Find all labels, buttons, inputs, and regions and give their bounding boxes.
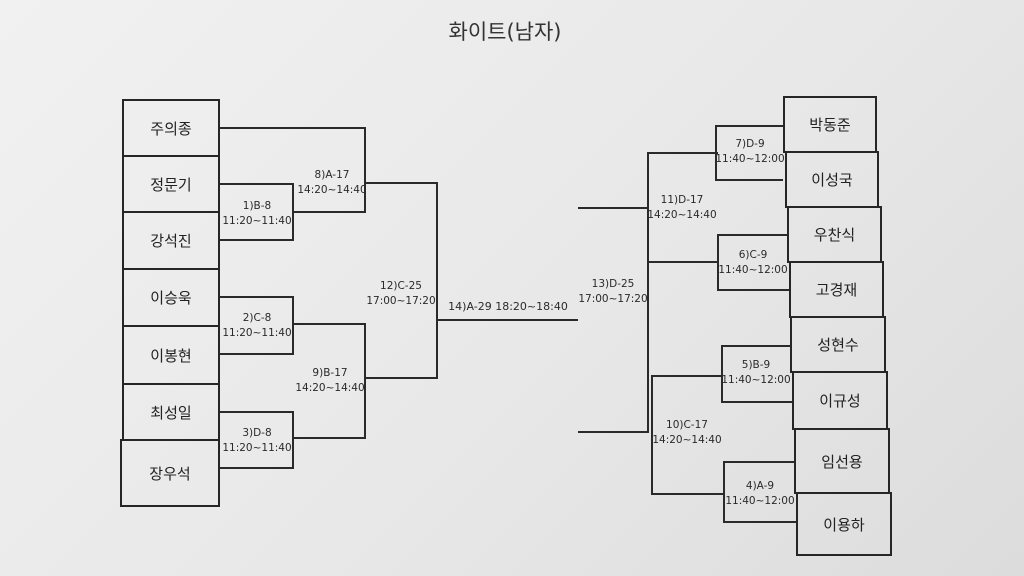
player-name: 이봉현 [150, 346, 192, 365]
match-time: 14:20~14:40 [647, 209, 717, 221]
match-code: 3)D-8 [242, 427, 272, 439]
match-time: 17:00~17:20 [366, 295, 436, 307]
player-name: 주의종 [150, 119, 192, 138]
player-box-left-3: 강석진 [122, 211, 220, 270]
match-time: 14:20~14:40 [297, 184, 367, 196]
match-code: 14)A-29 [448, 300, 492, 313]
match-label-m4: 4)A-9 11:40~12:00 [725, 479, 794, 509]
match-time: 11:40~12:00 [715, 153, 785, 165]
player-box-right-6: 이규성 [792, 371, 888, 430]
match-time: 18:20~18:40 [495, 300, 568, 313]
player-name: 성현수 [817, 336, 859, 354]
match-code: 13)D-25 [591, 278, 635, 290]
match-code: 12)C-25 [380, 280, 422, 292]
player-box-right-7: 임선용 [794, 428, 890, 494]
bracket-line-m3 [220, 411, 294, 469]
player-box-left-2: 정문기 [122, 155, 220, 213]
page-title: 화이트(남자) [448, 20, 562, 44]
player-name: 박동준 [809, 116, 851, 134]
match-time: 11:40~12:00 [718, 264, 788, 276]
match-label-m10: 10)C-17 14:20~14:40 [652, 418, 721, 448]
player-box-left-5: 이봉현 [122, 325, 220, 385]
player-name: 이승욱 [150, 289, 192, 307]
match-code: 4)A-9 [745, 480, 775, 492]
player-box-left-1: 주의종 [122, 99, 220, 157]
player-name: 우찬식 [813, 226, 856, 244]
bracket-line-m6 [717, 234, 789, 291]
player-name: 장우석 [149, 464, 191, 483]
match-label-m5: 5)B-9 11:40~12:00 [721, 358, 790, 388]
player-box-left-7: 장우석 [120, 439, 220, 507]
match-label-m9: 9)B-17 14:20~14:40 [295, 366, 364, 396]
bracket-line-m11 [647, 152, 718, 263]
match-time: 14:20~14:40 [295, 382, 365, 394]
bracket-line-m2 [220, 296, 294, 355]
player-name: 강석진 [150, 232, 192, 250]
player-box-right-2: 이성국 [785, 151, 879, 208]
match-label-m8: 8)A-17 14:20~14:40 [297, 168, 366, 198]
match-label-m3: 3)D-8 11:20~11:40 [222, 426, 291, 456]
player-box-right-4: 고경재 [789, 261, 884, 318]
player-box-left-6: 최성일 [122, 383, 220, 441]
match-label-m1: 1)B-8 11:20~11:40 [222, 199, 291, 229]
player-name: 최성일 [150, 403, 192, 422]
match-code: 11)D-17 [660, 194, 704, 206]
match-label-m14: 14)A-29 18:20~18:40 [448, 299, 568, 314]
match-time: 17:00~17:20 [578, 293, 648, 305]
match-time: 11:40~12:00 [721, 374, 791, 386]
match-time: 11:40~12:00 [725, 495, 795, 507]
player-name: 이성국 [811, 171, 853, 189]
player-name: 임선용 [821, 452, 863, 471]
match-code: 8)A-17 [314, 169, 350, 181]
bracket-line-m5 [721, 345, 792, 403]
player-name: 이규성 [819, 392, 861, 410]
match-label-m11: 11)D-17 14:20~14:40 [647, 193, 716, 223]
bracket-line-m10 [651, 375, 724, 495]
player-box-left-4: 이승욱 [122, 268, 220, 327]
match-time: 14:20~14:40 [652, 434, 722, 446]
player-box-right-8: 이용하 [796, 492, 892, 556]
match-label-m2: 2)C-8 11:20~11:40 [222, 311, 291, 341]
match-code: 1)B-8 [242, 200, 272, 212]
player-name: 고경재 [815, 281, 858, 299]
match-label-m6: 6)C-9 11:40~12:00 [718, 248, 787, 278]
bracket-line-m13 [578, 207, 649, 433]
match-code: 5)B-9 [741, 359, 771, 371]
player-box-right-1: 박동준 [783, 96, 877, 153]
match-code: 9)B-17 [312, 367, 348, 379]
match-code: 7)D-9 [735, 138, 765, 150]
match-time: 11:20~11:40 [222, 215, 292, 227]
bracket-line-m7 [715, 125, 783, 181]
player-name: 이용하 [823, 515, 865, 534]
match-code: 2)C-8 [242, 312, 272, 324]
bracket-line-m4 [723, 461, 797, 523]
player-name: 정문기 [150, 175, 192, 194]
match-label-m12: 12)C-25 17:00~17:20 [366, 279, 435, 309]
match-label-m7: 7)D-9 11:40~12:00 [715, 137, 784, 167]
match-time: 11:20~11:40 [222, 442, 292, 454]
match-label-m13: 13)D-25 17:00~17:20 [578, 277, 647, 307]
bracket-line-m12 [365, 182, 438, 379]
match-time: 11:20~11:40 [222, 327, 292, 339]
match-code: 6)C-9 [738, 249, 768, 261]
match-code: 10)C-17 [666, 419, 708, 431]
player-box-right-5: 성현수 [790, 316, 886, 373]
bracket-line-m9 [293, 323, 366, 439]
player-box-right-3: 우찬식 [787, 206, 882, 263]
bracket-line-m8 [220, 127, 366, 213]
